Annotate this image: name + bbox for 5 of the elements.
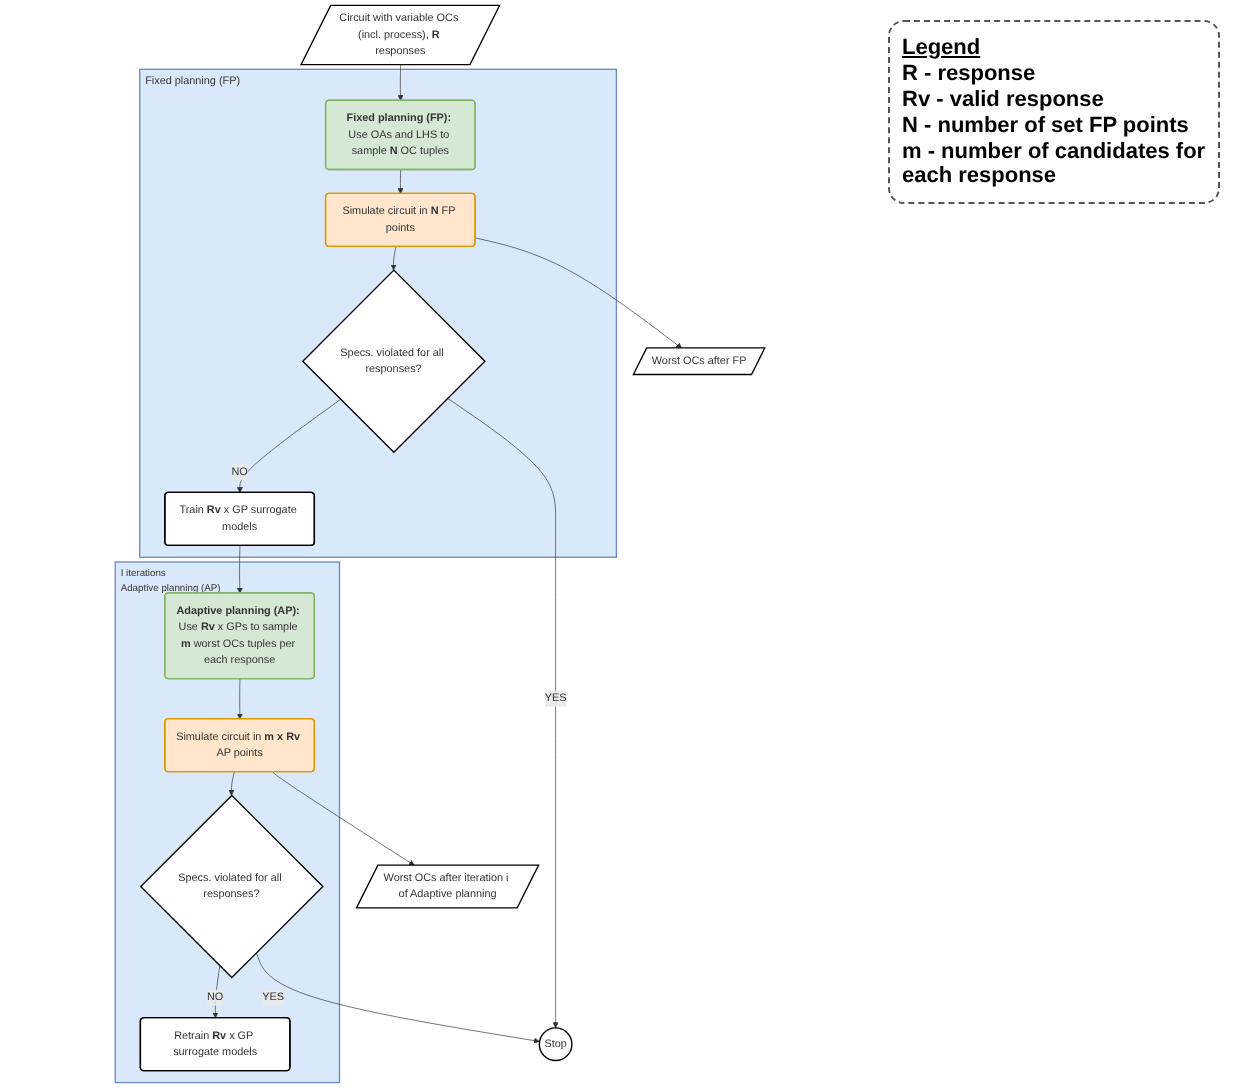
legend-entry: m - number of candidates for each response: [902, 140, 1206, 188]
legend-entry: N - number of set FP points: [902, 114, 1191, 138]
legend-title: Legend: [902, 36, 983, 60]
legend-entry: R - response: [902, 62, 1038, 86]
legend-entry: Rv - valid response: [902, 88, 1106, 112]
